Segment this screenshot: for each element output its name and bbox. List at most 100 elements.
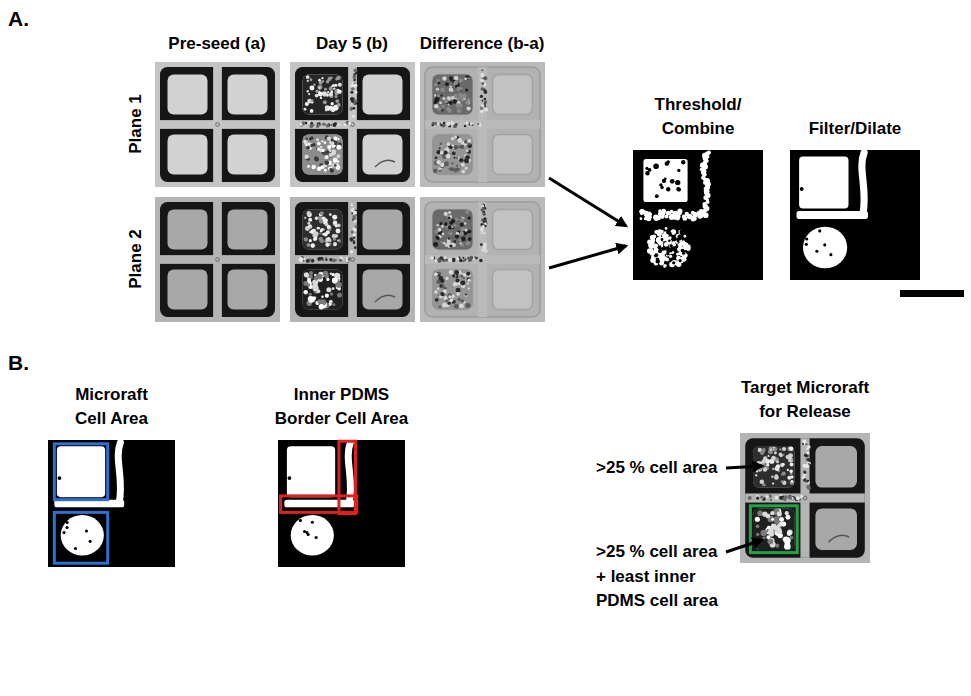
cell-dot <box>336 145 341 150</box>
mask-dot <box>644 213 648 217</box>
cell-dot <box>455 217 459 221</box>
center-mark <box>216 258 220 262</box>
cell-dot <box>326 287 331 292</box>
cell-dot <box>460 218 464 222</box>
cell-dot <box>322 123 326 127</box>
microraft <box>363 210 403 250</box>
cell-dot <box>789 496 793 500</box>
pdms-wall <box>348 67 357 182</box>
cell-dot <box>318 85 321 88</box>
debris <box>828 535 849 542</box>
cell-dot <box>318 87 320 89</box>
cell-dot <box>444 151 448 155</box>
cell-dot <box>304 290 308 294</box>
mask-hole <box>672 261 675 264</box>
cell-dot <box>311 99 314 102</box>
callout-text: >25 % cell area <box>596 456 717 481</box>
cell-dot <box>439 305 442 308</box>
well-frame <box>160 202 275 317</box>
mask-hole <box>66 526 69 529</box>
mask-streak <box>118 443 120 504</box>
cell-dot <box>339 259 342 262</box>
mask-dot <box>670 213 674 217</box>
cell-dot <box>353 228 356 231</box>
cell-dot <box>484 90 488 94</box>
cell-dot <box>779 496 783 500</box>
microraft <box>493 75 533 115</box>
cell-dot <box>330 124 332 126</box>
mask-dot <box>675 240 679 244</box>
process-arrow <box>549 246 626 268</box>
cell-dot <box>308 122 310 124</box>
cell-dot <box>459 239 462 242</box>
cell-dot <box>320 97 322 99</box>
cell-dot <box>320 257 323 260</box>
cell-dot <box>466 272 470 276</box>
mask-ground <box>790 150 920 280</box>
cell-dot <box>306 145 311 150</box>
cell-dot <box>348 257 351 260</box>
cell-dot <box>351 100 354 103</box>
cell-dot <box>480 73 484 77</box>
mask-hole <box>66 521 69 524</box>
microraft <box>433 135 473 175</box>
scale-bar <box>900 290 964 297</box>
cell-dot <box>464 140 467 143</box>
mask-band <box>797 211 869 219</box>
cell-dot <box>308 93 310 95</box>
cell-dot <box>353 241 356 244</box>
pdms-wall <box>348 202 357 317</box>
cell-dot <box>334 273 340 279</box>
filter-image <box>790 150 920 280</box>
cell-dot <box>787 476 791 480</box>
cell-dot <box>483 243 486 246</box>
cell-dot <box>310 109 314 113</box>
row-heading: Plane 2 <box>124 229 149 289</box>
cell-dot <box>803 478 806 481</box>
column-heading: Day 5 (b) <box>316 32 388 57</box>
mask-blob <box>803 227 847 269</box>
cell-dot <box>333 238 336 241</box>
cell-dot <box>768 529 774 535</box>
cell-dot <box>438 151 440 153</box>
cell-dot <box>459 283 461 285</box>
day-image <box>290 197 415 322</box>
cell-dot <box>318 92 323 97</box>
cell-dot <box>304 217 306 219</box>
cell-dot <box>434 272 438 276</box>
cell-dot <box>465 155 470 160</box>
cell-dot <box>438 272 441 275</box>
cell-dot <box>482 212 486 216</box>
cell-dot <box>325 243 329 247</box>
cell-dot <box>325 257 327 259</box>
image-panel: Filter/Dilate <box>790 117 920 280</box>
cell-dot <box>451 226 453 228</box>
mask-dot <box>640 217 643 220</box>
mask-hole <box>829 253 832 256</box>
cell-dot <box>300 258 303 261</box>
mask-dot <box>654 216 659 221</box>
cell-dot <box>338 90 342 94</box>
cell-dot <box>332 303 335 306</box>
cell-dot <box>463 260 465 262</box>
mask-dot <box>652 235 656 239</box>
pdms-wall <box>213 67 222 182</box>
image-ground <box>420 197 545 322</box>
cell-dot <box>440 292 444 296</box>
mask-blob <box>643 159 687 202</box>
cell-dot <box>484 105 486 107</box>
cell-dot <box>332 110 334 112</box>
mask-blob <box>291 515 334 556</box>
cell-dot <box>326 124 330 128</box>
image-panel: Target Microraft for Release <box>735 376 875 563</box>
cell-dot <box>806 455 808 457</box>
cell-dot <box>457 109 462 114</box>
cell-dot <box>351 87 355 91</box>
cell-dot <box>785 515 790 520</box>
cell-dot <box>461 163 465 167</box>
cell-dot <box>768 449 773 454</box>
microraft <box>363 75 403 115</box>
cell-dot <box>335 259 337 261</box>
panel-title: Filter/Dilate <box>795 117 915 142</box>
cell-dot <box>785 511 789 515</box>
